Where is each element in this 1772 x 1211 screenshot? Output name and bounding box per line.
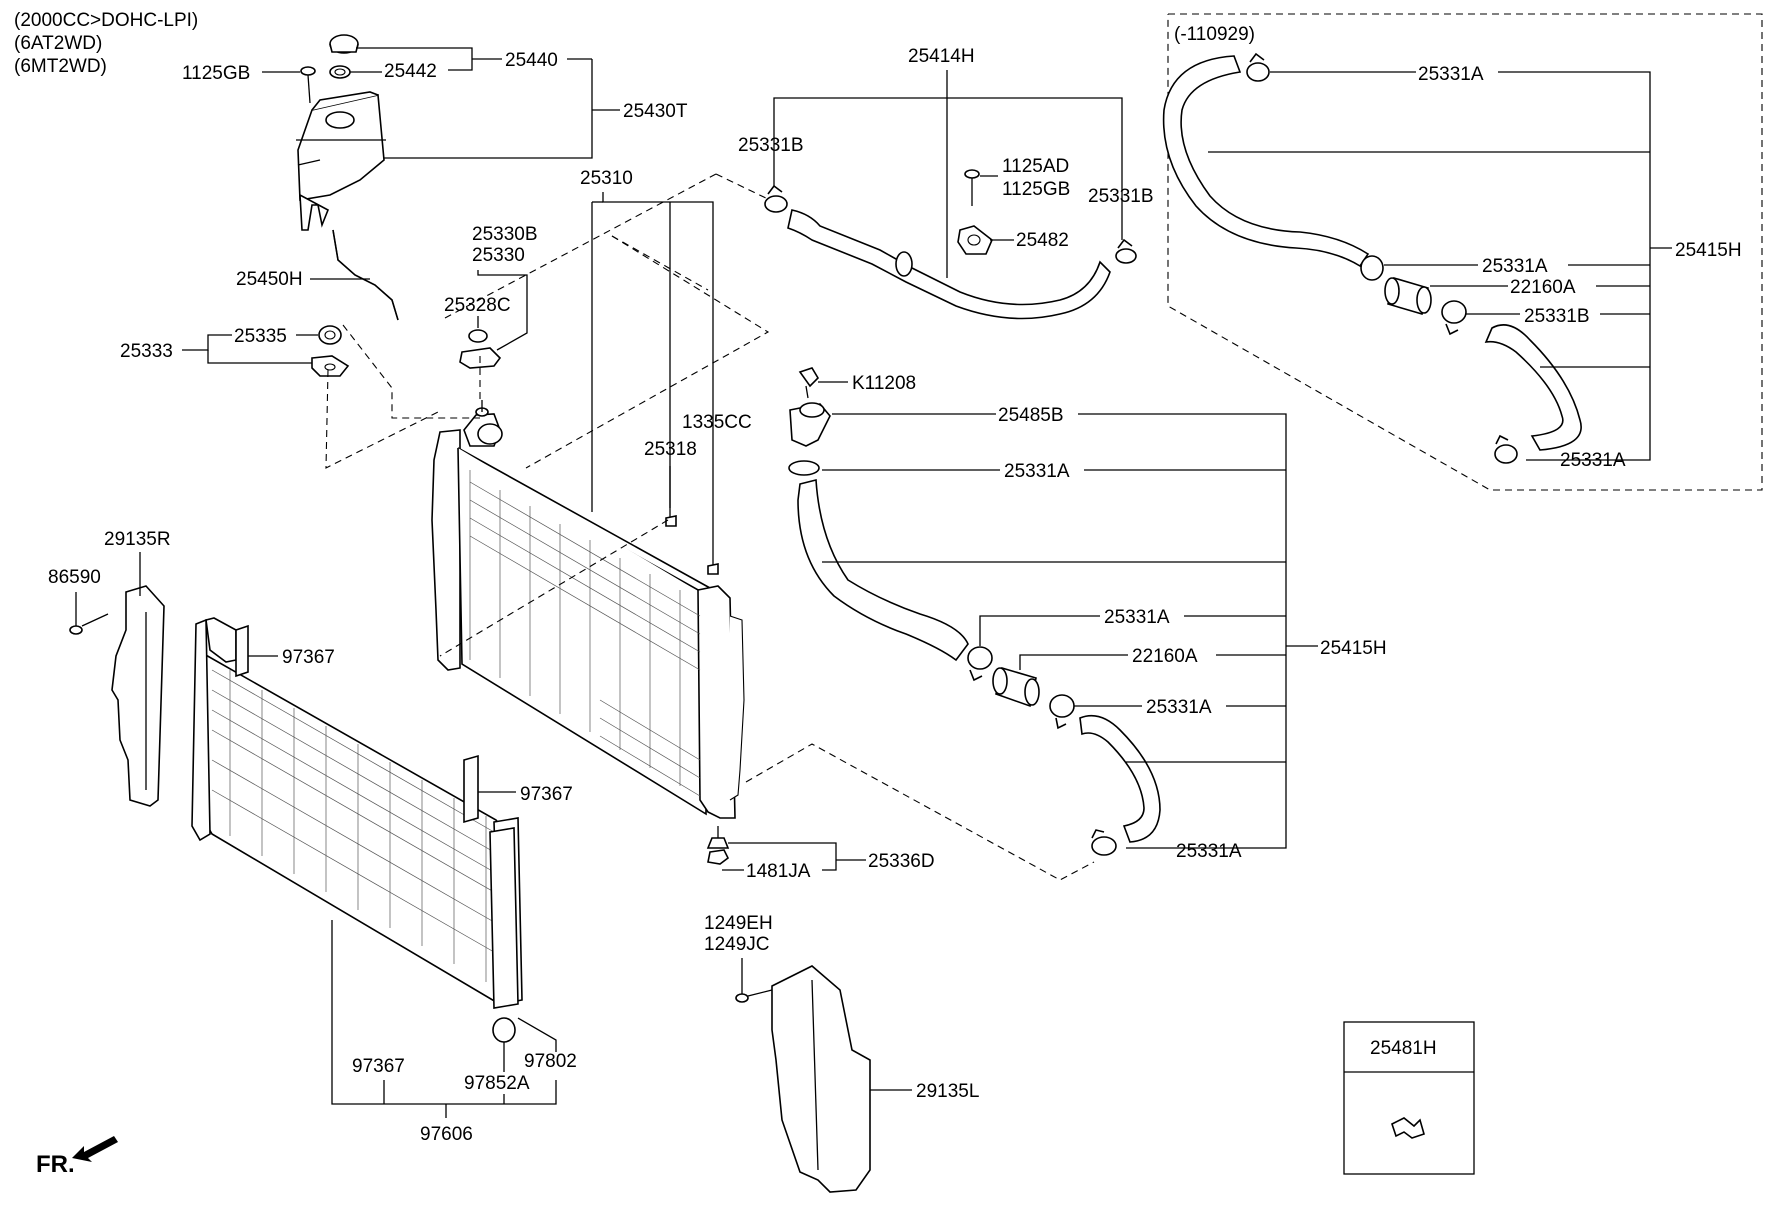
label-22160A-lower: 22160A [1132,646,1198,667]
label-25450H: 25450H [236,269,303,290]
detail-clamp-25331A-3 [1494,434,1518,464]
detail-label-25331A-3: 25331A [1560,450,1626,471]
label-86590: 86590 [48,567,101,588]
label-25331A-lower-3: 25331A [1146,697,1212,718]
drain-plug-25336D [706,826,730,849]
inset-box-25481H [1343,1021,1475,1175]
bolt-1125AD [964,169,980,206]
label-25330: 25330 [472,245,525,266]
label-97852A: 97852A [464,1073,530,1094]
bracket-97367-mid [463,754,479,824]
front-arrow-icon [72,1136,118,1162]
label-25335: 25335 [234,326,287,347]
reservoir-cap-25440 [329,34,359,54]
label-25414H: 25414H [908,46,975,67]
label-1125GB-mid: 1125GB [1002,179,1070,200]
bracket-25333 [311,355,350,377]
detail-box-outline [1167,13,1763,491]
label-1125AD: 1125AD [1002,156,1069,177]
pipe-22160A-lower [992,666,1040,708]
label-29135R: 29135R [104,529,171,550]
upper-hose-25414H [787,209,1111,320]
clamp-25331B-left [764,184,788,213]
label-97367-mid: 97367 [520,784,573,805]
label-25336D: 25336D [868,851,935,872]
label-25440: 25440 [505,50,558,71]
shroud-29135L [771,965,871,1193]
bolt-1335CC [707,563,719,575]
bracket-25482 [957,225,993,255]
label-K11208: K11208 [852,373,916,394]
front-direction-label: FR. [36,1151,75,1178]
detail-hose-upper [1162,55,1370,268]
detail-date-note: (-110929) [1174,24,1255,45]
label-25485B: 25485B [998,405,1064,426]
label-25331B-left: 25331B [738,135,804,156]
detail-clamp-25331A-2 [1360,255,1384,281]
bolt-25318 [665,515,677,527]
label-97802: 97802 [524,1051,577,1072]
detail-label-25331B: 25331B [1524,306,1590,327]
transmission-note-at: (6AT2WD) [14,33,102,54]
label-25482: 25482 [1016,230,1069,251]
label-25310: 25310 [580,168,633,189]
o-ring-25328C [468,329,488,343]
detail-clamp-25331A-1 [1246,52,1270,82]
radiator-25310 [431,400,745,819]
drain-plug-1481JA [707,849,730,865]
detail-label-22160A: 22160A [1510,277,1576,298]
label-97367-bottom: 97367 [352,1056,405,1077]
label-25442: 25442 [384,61,437,82]
clamp-25331A-lower-1 [788,460,820,476]
label-1249JC: 1249JC [704,934,770,955]
label-25331A-lower-2: 25331A [1104,607,1170,628]
label-1249EH: 1249EH [704,913,773,934]
grommet-25335 [318,325,342,345]
clamp-25331B-right [1115,238,1137,264]
label-1335CC: 1335CC [682,412,752,433]
clamp-25331A-lower-2 [967,646,993,682]
detail-label-25331A-2: 25331A [1482,256,1548,277]
detail-hose-lower [1484,324,1582,451]
reservoir-hose-25450H [332,229,399,321]
label-25481H: 25481H [1370,1038,1437,1059]
seal-25442 [329,65,351,79]
detail-label-25331A-1: 25331A [1418,64,1484,85]
transmission-note-mt: (6MT2WD) [14,56,107,77]
label-25430T: 25430T [623,101,688,122]
fitting-K11208 [798,367,820,399]
label-97606: 97606 [420,1124,473,1145]
shroud-29135R [111,585,165,807]
label-97367-top: 97367 [282,647,335,668]
lower-hose-end [1079,714,1161,843]
detail-pipe-22160A [1384,276,1432,316]
label-25333: 25333 [120,341,173,362]
detail-label-25415H: 25415H [1675,240,1742,261]
label-25328C: 25328C [444,295,511,316]
bracket-97367-top [235,624,249,678]
label-1125GB-top: 1125GB [182,63,250,84]
receiver-drier-97802 [489,827,519,1043]
elbow-25485B [789,402,831,447]
detail-clamp-25331B [1441,300,1467,336]
reservoir-tank-25430T [296,91,386,231]
bolt-1125GB-top [300,66,316,104]
lower-hose-main [797,478,969,662]
engine-note: (2000CC>DOHC-LPI) [14,10,198,31]
label-25318: 25318 [644,439,697,460]
clamp-25331A-lower-3 [1049,694,1075,730]
label-25330B: 25330B [472,224,538,245]
label-25331B-right: 25331B [1088,186,1154,207]
clamp-25331A-lower-4 [1091,829,1117,856]
label-25415H-lower: 25415H [1320,638,1387,659]
label-25331A-lower-1: 25331A [1004,461,1070,482]
label-25331A-lower-4: 25331A [1176,841,1242,862]
label-29135L: 29135L [916,1081,979,1102]
label-1481JA: 1481JA [746,861,811,882]
